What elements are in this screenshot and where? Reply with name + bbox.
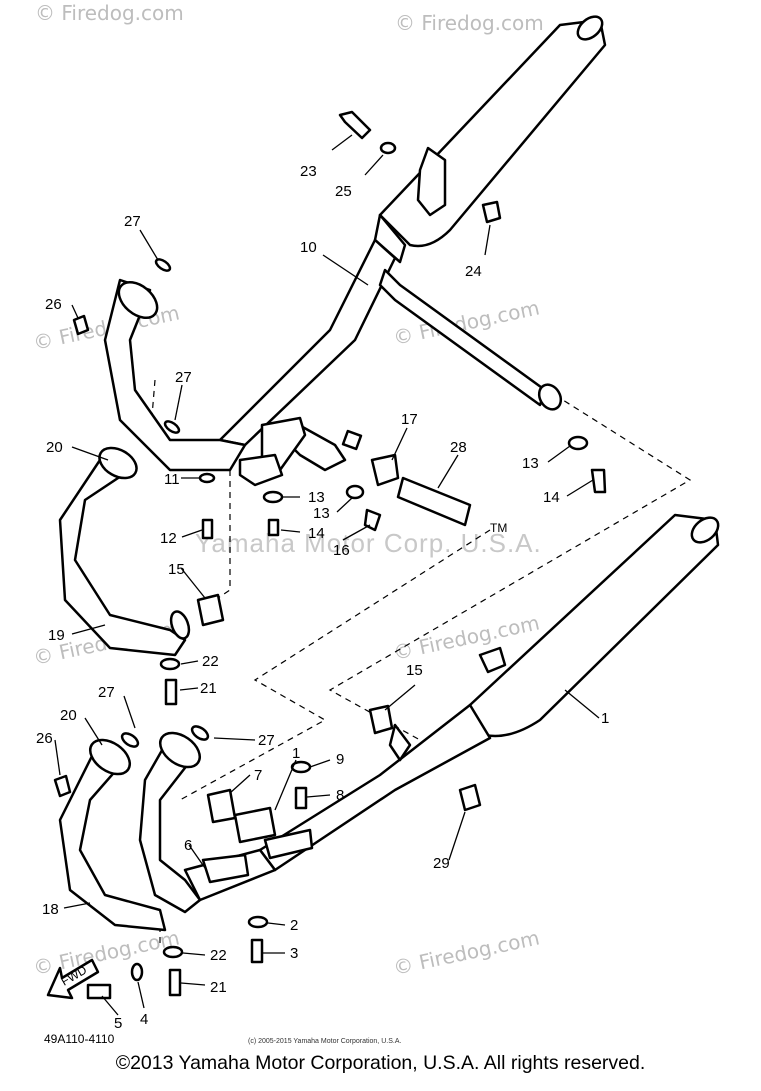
callout-21-a: 21 <box>200 680 217 697</box>
washer-13a-shape <box>262 490 284 504</box>
upper-muffler-10 <box>218 15 607 487</box>
nut-29-shape <box>458 783 482 812</box>
washer-22b-shape <box>162 945 184 959</box>
bolt-14a-shape <box>267 518 280 537</box>
callout-24: 24 <box>465 263 482 280</box>
callout-21-b: 21 <box>210 979 227 996</box>
callout-14-b: 14 <box>543 489 560 506</box>
lower-muffler-1 <box>183 513 720 902</box>
washer-2-shape <box>247 915 269 929</box>
callout-16: 16 <box>333 542 350 559</box>
callout-25: 25 <box>335 183 352 200</box>
washer-11-shape <box>198 472 216 484</box>
header-pipe-19 <box>58 278 247 657</box>
callout-29: 29 <box>433 855 450 872</box>
pipe-28-shape <box>396 476 472 527</box>
small-copyright: (c) 2005-2015 Yamaha Motor Corporation, … <box>248 1038 401 1045</box>
callout-28: 28 <box>450 439 467 456</box>
watermark-lower-right: © Firedog.com <box>391 610 541 664</box>
callout-17: 17 <box>401 411 418 428</box>
callout-15-a: 15 <box>168 561 185 578</box>
callout-13-a: 13 <box>308 489 325 506</box>
bolt-23-shape <box>338 110 372 140</box>
callout-26-a: 26 <box>45 296 62 313</box>
callout-13-c: 13 <box>522 455 539 472</box>
drawing-code: 49A110-4110 <box>44 1032 115 1046</box>
bolt-5-shape <box>86 983 112 1000</box>
copyright-footer: ©2013 Yamaha Motor Corporation, U.S.A. A… <box>115 1052 646 1074</box>
callout-26-b: 26 <box>36 730 53 747</box>
callout-2: 2 <box>290 917 298 934</box>
lower-small-parts <box>86 704 394 1000</box>
callout-18: 18 <box>42 901 59 918</box>
callout-27-a: 27 <box>124 213 141 230</box>
callout-14-a: 14 <box>308 525 325 542</box>
gasket-27b-shape <box>163 420 181 434</box>
nut-24-shape <box>481 200 502 224</box>
nut-26-shape <box>72 314 90 336</box>
gasket-17-shape <box>370 453 400 487</box>
bolt-21b-shape <box>168 968 182 997</box>
callout-23: 23 <box>300 163 317 180</box>
callout-10: 10 <box>300 239 317 256</box>
callout-numbers: 23 25 24 10 27 26 27 20 11 12 13 14 13 1… <box>36 163 609 1032</box>
bolt-8-shape <box>294 786 308 810</box>
gasket-7-shape <box>206 788 237 824</box>
callout-27-d: 27 <box>258 732 275 749</box>
callout-27-c: 27 <box>98 684 115 701</box>
gasket-15b-shape <box>368 704 394 735</box>
callout-22-b: 22 <box>210 947 227 964</box>
watermark-top-left: © Firedog.com <box>35 1 184 25</box>
bolt-3-shape <box>250 938 264 964</box>
callout-3: 3 <box>290 945 298 962</box>
bolt-21a-shape <box>164 678 178 706</box>
callout-5: 5 <box>114 1015 122 1032</box>
washer-22a-shape <box>159 657 181 671</box>
callout-12: 12 <box>160 530 177 547</box>
callout-27-b: 27 <box>175 369 192 386</box>
washer-25-shape <box>379 141 397 155</box>
callout-19: 19 <box>48 627 65 644</box>
bolt-12-shape <box>201 518 214 540</box>
callout-6: 6 <box>184 837 192 854</box>
gasket-27-shape <box>154 258 172 272</box>
callout-11: 11 <box>164 471 180 488</box>
callout-9: 9 <box>336 751 344 768</box>
callout-20-b: 20 <box>60 707 77 724</box>
header-pipe-18 <box>53 725 210 932</box>
bolt-14b-shape <box>590 468 607 494</box>
leader-lines <box>54 134 600 1016</box>
trademark-notice: Yamaha Motor Corp. U.S.A. <box>195 528 542 558</box>
gasket-15a-shape <box>196 593 225 627</box>
washer-13b-shape <box>345 484 365 500</box>
callout-22-a: 22 <box>202 653 219 670</box>
callout-8: 8 <box>336 787 344 804</box>
watermark-top-right: © Firedog.com <box>395 11 544 35</box>
washer-4-shape <box>130 962 144 982</box>
callout-15-b: 15 <box>406 662 423 679</box>
callout-1-b: 1 <box>292 745 300 762</box>
washer-13c-shape <box>567 435 589 451</box>
callout-13-b: 13 <box>313 505 330 522</box>
callout-1: 1 <box>601 710 609 727</box>
watermark-bottom-right: © Firedog.com <box>391 925 541 979</box>
callout-20-a: 20 <box>46 439 63 456</box>
watermark-bottom-left: © Firedog.com <box>31 925 181 979</box>
upper-small-parts <box>72 110 607 706</box>
callout-7: 7 <box>254 767 262 784</box>
trademark-mark: TM <box>490 521 507 535</box>
callout-4: 4 <box>140 1011 148 1028</box>
